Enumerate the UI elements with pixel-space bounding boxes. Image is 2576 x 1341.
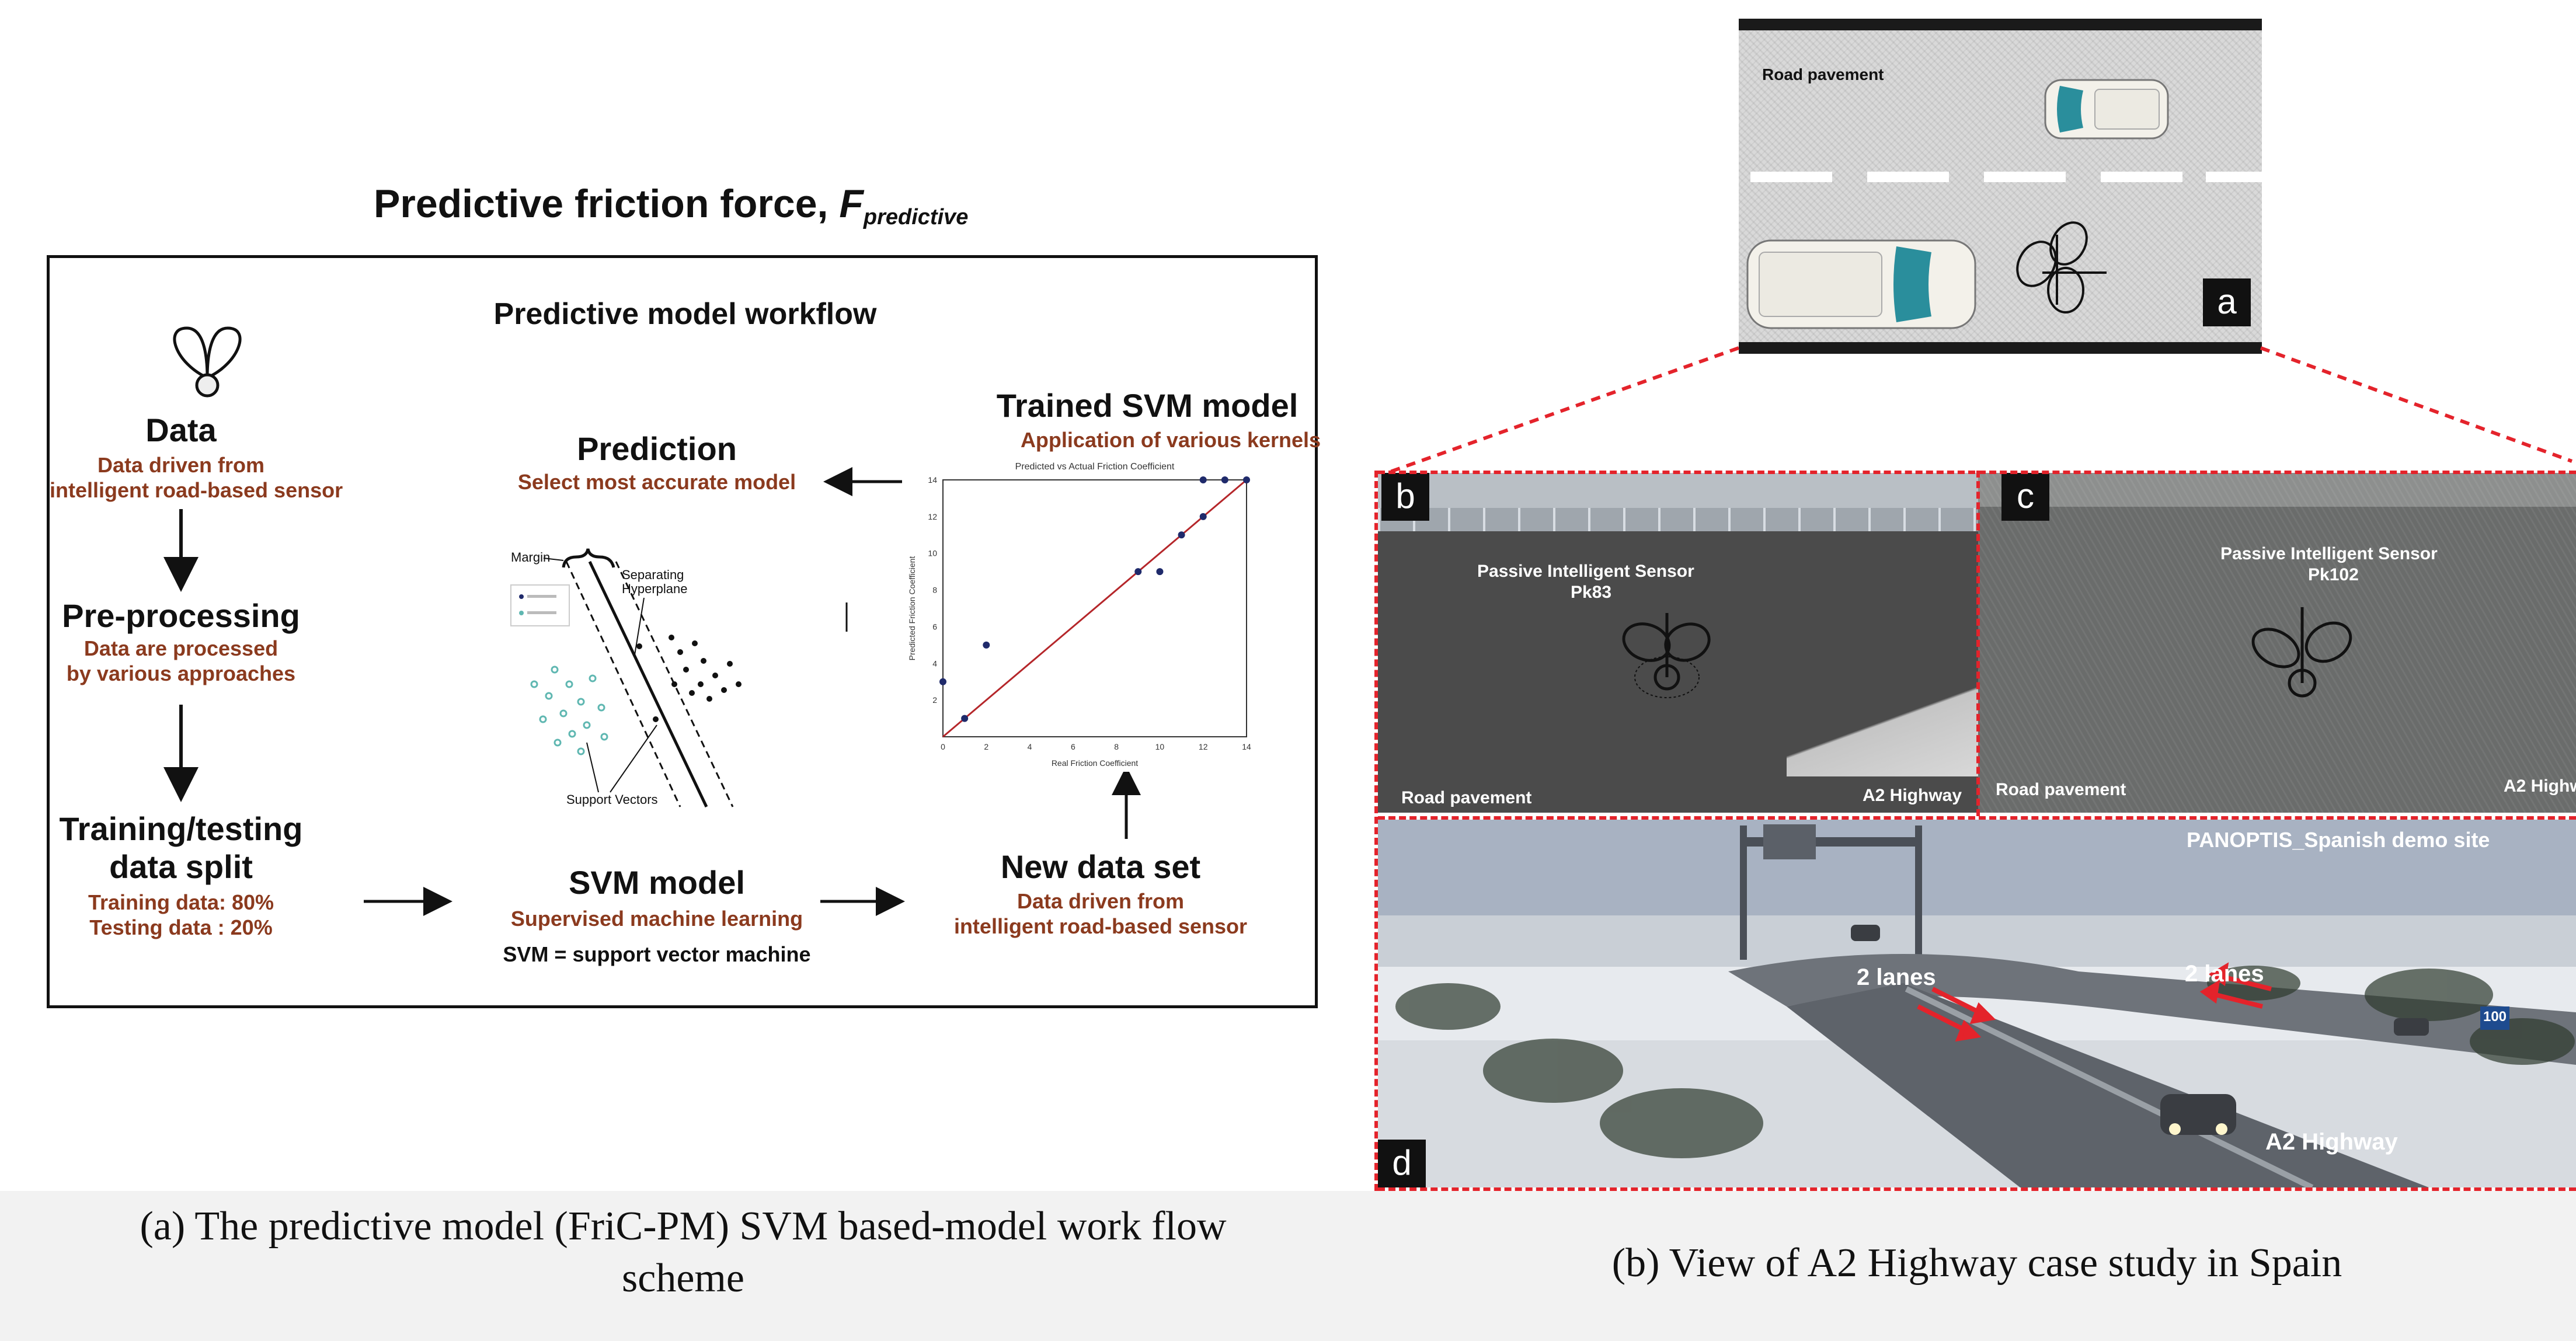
panel-c-photo: Passive Intelligent Sensor Pk102 Road pa… (1978, 473, 2576, 813)
y-tick-label: 8 (932, 586, 937, 595)
preprocessing-node-title: Pre-processing (62, 597, 300, 634)
split-node-sub2: Testing data : 20% (89, 915, 273, 939)
scatter-point (1243, 476, 1250, 483)
x-tick-label: 6 (1071, 742, 1075, 751)
panel-d-badge: d (1378, 1140, 1426, 1187)
car-icon-top (2044, 79, 2169, 140)
dashed-border-divider (1976, 471, 1980, 816)
trained-svm-node-title: Trained SVM model (996, 387, 1299, 424)
scatter-point (961, 715, 969, 722)
panel-d-photo: 100 PANOPTIS_Spanish demo site 2 lanes 2… (1378, 820, 2576, 1187)
panel-b-highway-label: A2 Highway (1863, 786, 1962, 805)
prediction-node-sub: Select most accurate model (517, 470, 796, 494)
dashed-border-bottom (1378, 1187, 2576, 1191)
dashed-border-middle (1378, 816, 2576, 820)
panel-d-lanes-left: 2 lanes (1857, 964, 1936, 990)
split-node-sub1: Training data: 80% (88, 890, 274, 914)
panel-a-road-diagram: Road pavement a (1739, 19, 2262, 354)
chart-title: Predicted vs Actual Friction Coefficient (1015, 462, 1175, 472)
dashed-border-left (1374, 471, 1378, 1191)
car-icon-bottom (1746, 239, 1976, 329)
y-tick-label: 4 (932, 659, 937, 668)
panel-b-badge: b (1381, 473, 1429, 521)
sensor-icon-road (2016, 221, 2107, 314)
scatter-point (1199, 513, 1207, 520)
figure-title: Predictive friction force, Fpredictive (374, 182, 969, 229)
x-tick-label: 12 (1199, 742, 1208, 751)
svm-margin-label: Margin (511, 550, 550, 565)
new-data-node-sub2: intelligent road-based sensor (953, 914, 1248, 938)
prediction-node-title: Prediction (577, 430, 737, 467)
panel-d-lanes-right: 2 lanes (2185, 961, 2264, 987)
scatter-point (1178, 531, 1185, 539)
chart-xlabel: Real Friction Coefficient (1052, 758, 1138, 768)
x-tick-label: 2 (984, 742, 988, 751)
svm-sketch: Margin Separating Hyperplane Support Vec… (510, 548, 848, 808)
panel-a-label: Road pavement (1762, 65, 1884, 83)
data-node-sub2: intelligent road-based sensor (50, 478, 343, 502)
svm-legend-box (510, 584, 570, 626)
y-tick-label: 12 (928, 512, 937, 521)
caption-right: (b) View of A2 Highway case study in Spa… (1611, 1241, 2342, 1286)
x-tick-label: 14 (1242, 742, 1251, 751)
chart-ylabel: Predicted Friction Coefficient (907, 556, 917, 661)
split-node-title1: Training/testing (59, 810, 303, 847)
scatter-chart: Predicted vs Actual Friction Coefficient… (902, 457, 1264, 772)
data-node-sub1: Data driven from (97, 453, 265, 477)
panel-d-site-label: PANOPTIS_Spanish demo site (2187, 828, 2490, 852)
panel-d-highway-label: A2 Highway (2265, 1129, 2398, 1155)
panel-c-sensor-label1: Passive Intelligent Sensor (2220, 544, 2438, 563)
y-tick-label: 14 (928, 475, 937, 485)
x-tick-label: 10 (1155, 742, 1165, 751)
panel-d-speed-sign: 100 (2483, 1009, 2507, 1025)
panel-d-road (1395, 925, 2576, 1187)
new-data-node-sub1: Data driven from (1017, 889, 1185, 913)
panel-c-sensor-label2: Pk102 (2308, 565, 2359, 584)
sensor-icon-pk83 (1622, 613, 1711, 698)
svm-node-title: SVM model (569, 864, 745, 901)
scatter-point (1199, 476, 1207, 483)
panel-b-sensor-label1: Passive Intelligent Sensor (1477, 562, 1694, 581)
y-tick-label: 2 (932, 695, 937, 705)
svm-hyperplane-label2: Hyperplane (622, 581, 688, 596)
panel-b-sensor-label2: Pk83 (1571, 583, 1612, 602)
split-node-title2: data split (109, 848, 253, 885)
data-node-title: Data (145, 412, 217, 448)
panel-b-road-label: Road pavement (1401, 788, 1532, 807)
panel-c-highway-label: A2 Highw (2504, 776, 2576, 796)
sensor-icon (173, 326, 242, 398)
y-tick-label: 6 (932, 622, 937, 631)
panel-a-badge: a (2203, 278, 2251, 326)
chart-plot-area (942, 479, 1247, 737)
x-tick-label: 8 (1114, 742, 1119, 751)
panel-b-photo: Passive Intelligent Sensor Pk83 Road pav… (1378, 473, 1978, 813)
caption-bar (0, 1191, 2576, 1341)
workflow-arrows (163, 467, 1141, 916)
preprocessing-node-sub2: by various approaches (66, 661, 296, 685)
scatter-point (939, 678, 946, 685)
caption-left-line1: (a) The predictive model (FriC-PM) SVM b… (140, 1204, 1227, 1249)
svm-hyperplane-label1: Separating (622, 567, 684, 582)
panel-c-road-label: Road pavement (1996, 780, 2126, 799)
x-tick-label: 4 (1028, 742, 1032, 751)
caption-left-line2: scheme (622, 1256, 744, 1301)
preprocessing-node-sub1: Data are processed (83, 636, 279, 660)
panel-c-badge: c (2001, 473, 2049, 521)
svm-node-note: SVM = support vector machine (503, 942, 811, 966)
workflow-frame: Predictive model workflow Data Data driv… (47, 255, 1321, 1008)
x-tick-label: 0 (941, 742, 945, 751)
y-tick-label: 10 (928, 549, 937, 558)
workflow-title: Predictive model workflow (493, 297, 877, 331)
trained-svm-node-sub: Application of various kernels (1020, 428, 1321, 452)
scatter-point (1134, 568, 1142, 576)
fit-line (942, 479, 1247, 738)
zoom-connector-lines (1383, 346, 2573, 476)
svm-support-vectors-label: Support Vectors (566, 792, 658, 807)
scatter-point (1156, 568, 1164, 576)
svm-node-sub: Supervised machine learning (510, 907, 803, 931)
scatter-point (983, 641, 990, 649)
new-data-node-title: New data set (1000, 848, 1201, 885)
scatter-point (1221, 476, 1228, 483)
sensor-icon-pk102 (2251, 607, 2352, 698)
